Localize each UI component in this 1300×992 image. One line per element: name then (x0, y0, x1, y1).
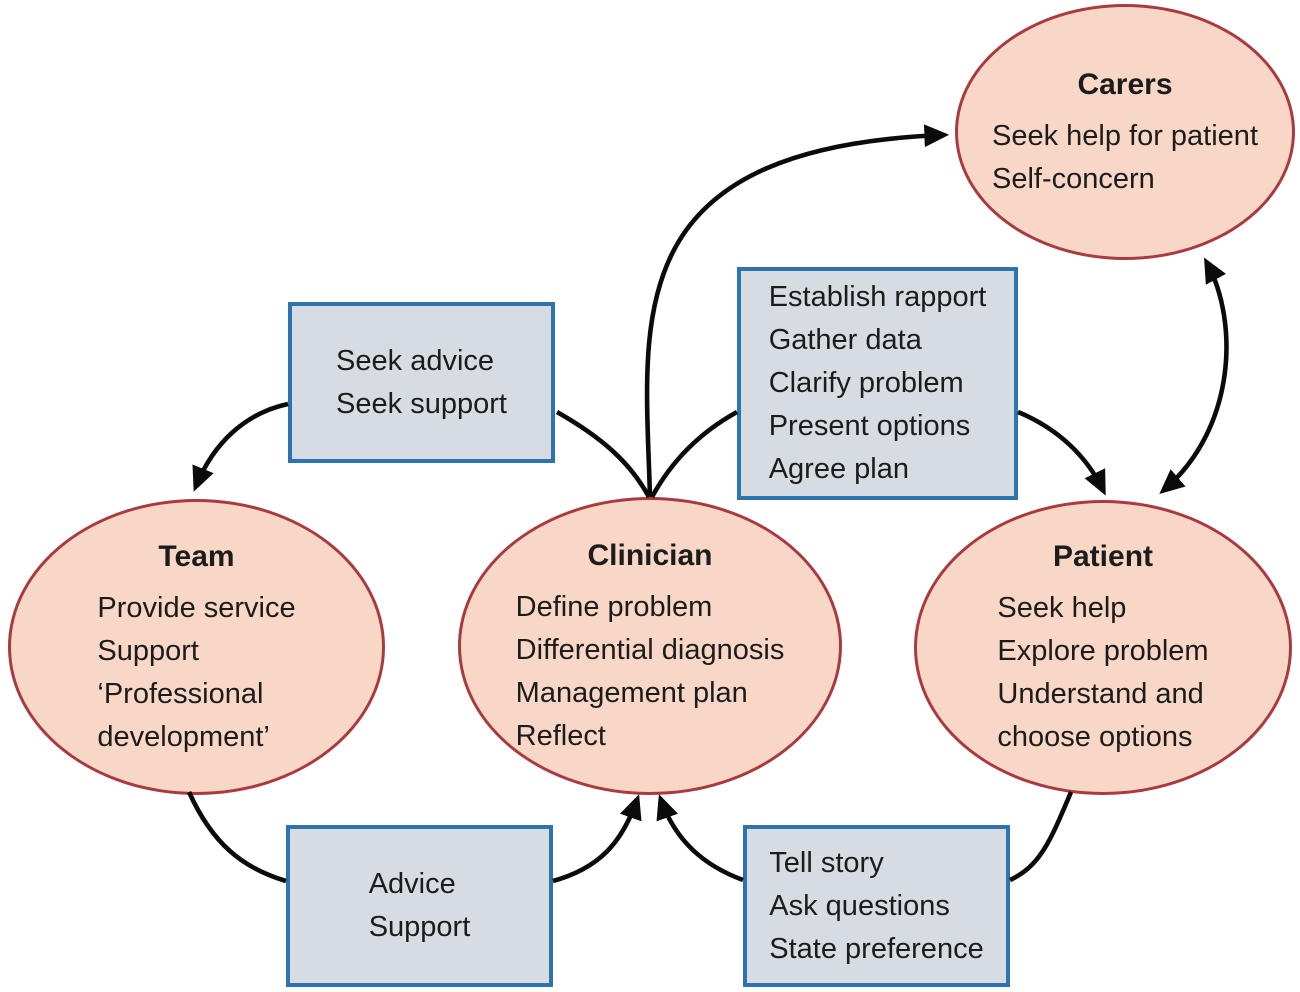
node-team: Team Provide service Support ‘Profession… (8, 499, 385, 795)
box-line: Present options (768, 410, 971, 442)
node-line: choose options (997, 721, 1193, 753)
node-line: Explore problem (997, 635, 1209, 667)
node-line: development’ (97, 720, 270, 753)
node-team-title: Team (158, 539, 235, 573)
node-carers-title: Carers (1077, 67, 1173, 101)
node-line: Support (97, 634, 199, 667)
connector-clinician-to-seek-advice-box (555, 410, 652, 499)
node-line: Provide service (97, 591, 296, 624)
connector-team-to-advice-box (186, 791, 287, 884)
node-carers-lines: Seek help for patient Self-concern (992, 115, 1258, 201)
connector-clinician-to-establish-box (649, 409, 739, 499)
node-clinician-lines: Define problem Differential diagnosis Ma… (516, 586, 785, 758)
node-patient-title: Patient (1052, 540, 1154, 573)
box-line: Seek support (336, 387, 507, 420)
box-seek-advice: Seek advice Seek support (288, 302, 555, 463)
box-line: Support (368, 911, 471, 943)
box-line: Seek advice (336, 344, 495, 377)
box-line: Tell story (769, 846, 884, 879)
box-tell-story: Tell story Ask questions State preferenc… (743, 825, 1010, 987)
node-carers: Carers Seek help for patient Self-concer… (955, 4, 1295, 260)
node-line: Understand and (997, 678, 1204, 710)
node-line: ‘Professional (97, 677, 264, 710)
node-line: Reflect (515, 719, 606, 752)
node-line: Self-concern (991, 162, 1155, 195)
arrow-advice-box-to-clinician (552, 794, 642, 884)
node-clinician-title: Clinician (587, 538, 713, 572)
node-line: Seek help for patient (991, 119, 1258, 152)
box-line: Advice (368, 868, 456, 900)
box-line: Agree plan (768, 453, 909, 485)
box-tell-story-lines: Tell story Ask questions State preferenc… (769, 842, 983, 971)
box-advice-support: Advice Support (286, 825, 553, 987)
node-clinician: Clinician Define problem Differential di… (458, 497, 842, 795)
box-line: Gather data (768, 324, 922, 356)
arrow-tell-story-box-to-clinician (656, 794, 744, 883)
box-seek-advice-lines: Seek advice Seek support (336, 340, 507, 426)
connector-patient-to-tell-story-box (1009, 791, 1074, 883)
box-advice-support-lines: Advice Support (369, 863, 471, 949)
node-line: Seek help (997, 592, 1127, 624)
box-line: Establish rapport (768, 281, 987, 313)
arrow-seek-advice-box-to-team (192, 401, 289, 492)
box-line: State preference (769, 932, 984, 965)
box-establish-rapport-lines: Establish rapport Gather data Clarify pr… (769, 276, 987, 491)
arrow-establish-box-to-patient (1017, 409, 1106, 496)
box-line: Ask questions (769, 889, 950, 922)
box-establish-rapport: Establish rapport Gather data Clarify pr… (737, 267, 1018, 500)
node-line: Management plan (515, 676, 748, 709)
node-team-lines: Provide service Support ‘Professional de… (97, 587, 295, 759)
box-line: Clarify problem (768, 367, 964, 399)
node-line: Define problem (515, 590, 713, 623)
node-patient-lines: Seek help Explore problem Understand and… (997, 587, 1208, 759)
node-line: Differential diagnosis (515, 633, 785, 666)
arrow-carers-patient-two-way (1159, 257, 1229, 495)
node-patient: Patient Seek help Explore problem Unders… (914, 500, 1292, 795)
